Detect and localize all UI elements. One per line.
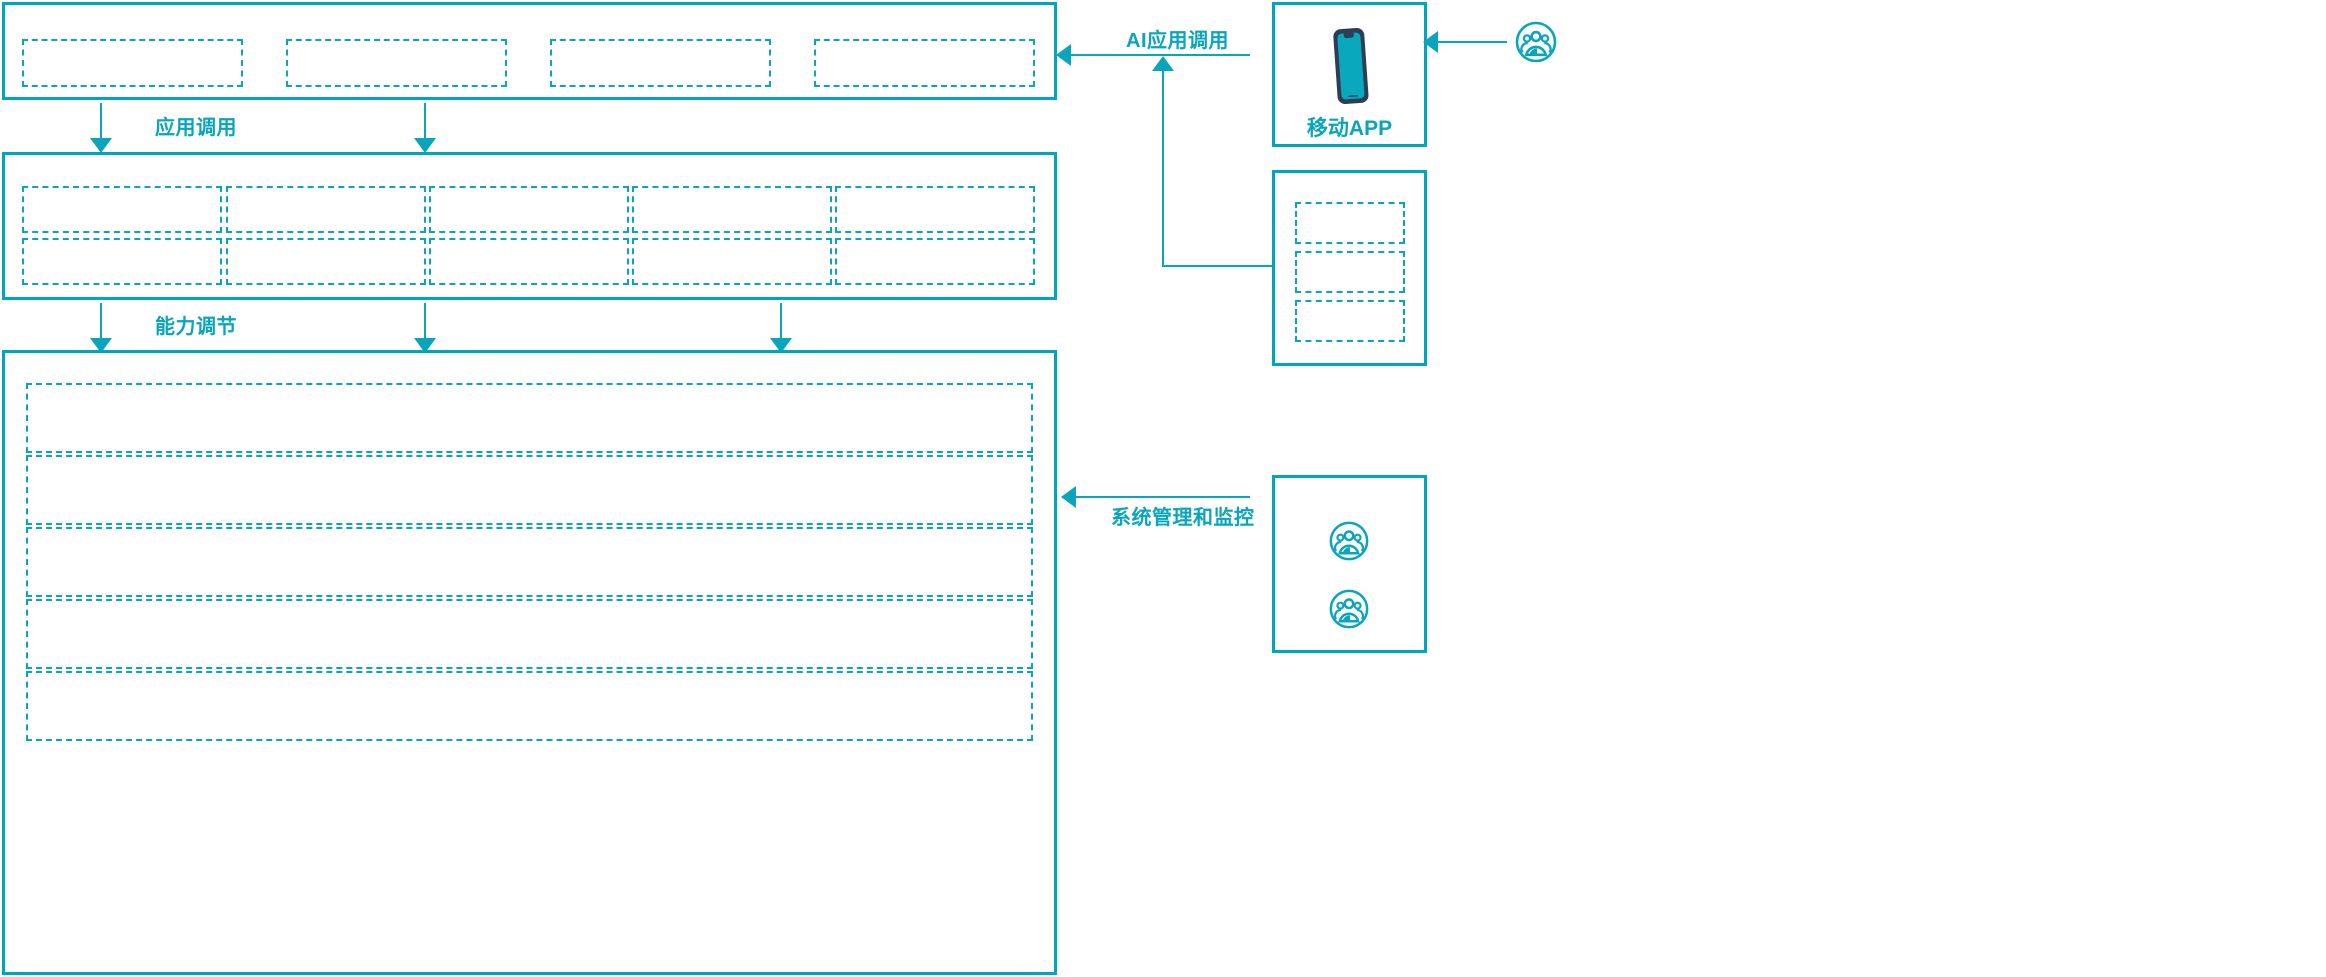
application-slot-4[interactable] [814, 39, 1035, 87]
platform-layer-panel [2, 350, 1057, 975]
channel-stack-slot-2[interactable] [1295, 251, 1405, 293]
flow-ai-app-call-arrow [1070, 54, 1250, 56]
flow-app-call-label: 应用调用 [155, 117, 237, 139]
application-slot-1[interactable] [22, 39, 243, 87]
platform-row-5[interactable] [26, 671, 1033, 741]
flow-app-call-arrow-right [424, 103, 426, 140]
capability-slot-r2c3[interactable] [429, 238, 629, 285]
capability-slot-r2c1[interactable] [22, 238, 222, 285]
mobile-app-label: 移动APP [1306, 117, 1393, 140]
flow-capability-tune-arrow-1 [100, 303, 102, 340]
flow-system-mgmt-label: 系统管理和监控 [1111, 507, 1255, 529]
capability-slot-r1c3[interactable] [429, 186, 629, 233]
flow-capability-tune-arrow-3 [780, 303, 782, 340]
operations-node [1272, 475, 1427, 653]
platform-row-1[interactable] [26, 383, 1033, 453]
flow-ai-app-call-riser [1162, 70, 1164, 266]
platform-row-4[interactable] [26, 599, 1033, 669]
application-slot-3[interactable] [550, 39, 771, 87]
flow-capability-tune-label: 能力调节 [155, 316, 237, 338]
user-group-icon-ops-2 [1328, 588, 1370, 630]
application-slot-2[interactable] [286, 39, 507, 87]
channel-stack-slot-3[interactable] [1295, 300, 1405, 342]
platform-row-3[interactable] [26, 527, 1033, 597]
flow-app-call-arrow-left [100, 103, 102, 140]
smartphone-icon [1330, 25, 1372, 110]
capability-slot-r1c2[interactable] [226, 186, 426, 233]
platform-row-2[interactable] [26, 455, 1033, 525]
user-group-icon-ops-1 [1328, 520, 1370, 562]
flow-system-mgmt-arrow [1075, 496, 1250, 498]
channel-stack-slot-1[interactable] [1295, 202, 1405, 244]
capability-slot-r1c4[interactable] [632, 186, 832, 233]
capability-slot-r1c5[interactable] [835, 186, 1035, 233]
flow-ai-app-call-label: AI应用调用 [1126, 30, 1229, 52]
user-group-icon-end-user [1514, 20, 1558, 64]
capability-slot-r2c5[interactable] [835, 238, 1035, 285]
flow-ai-app-call-connector [1162, 265, 1272, 267]
capability-slot-r1c1[interactable] [22, 186, 222, 233]
capability-slot-r2c4[interactable] [632, 238, 832, 285]
end-user-arrow [1437, 41, 1507, 43]
capability-slot-r2c2[interactable] [226, 238, 426, 285]
application-layer-panel [2, 2, 1057, 100]
capability-layer-panel [2, 152, 1057, 300]
flow-capability-tune-arrow-2 [424, 303, 426, 340]
